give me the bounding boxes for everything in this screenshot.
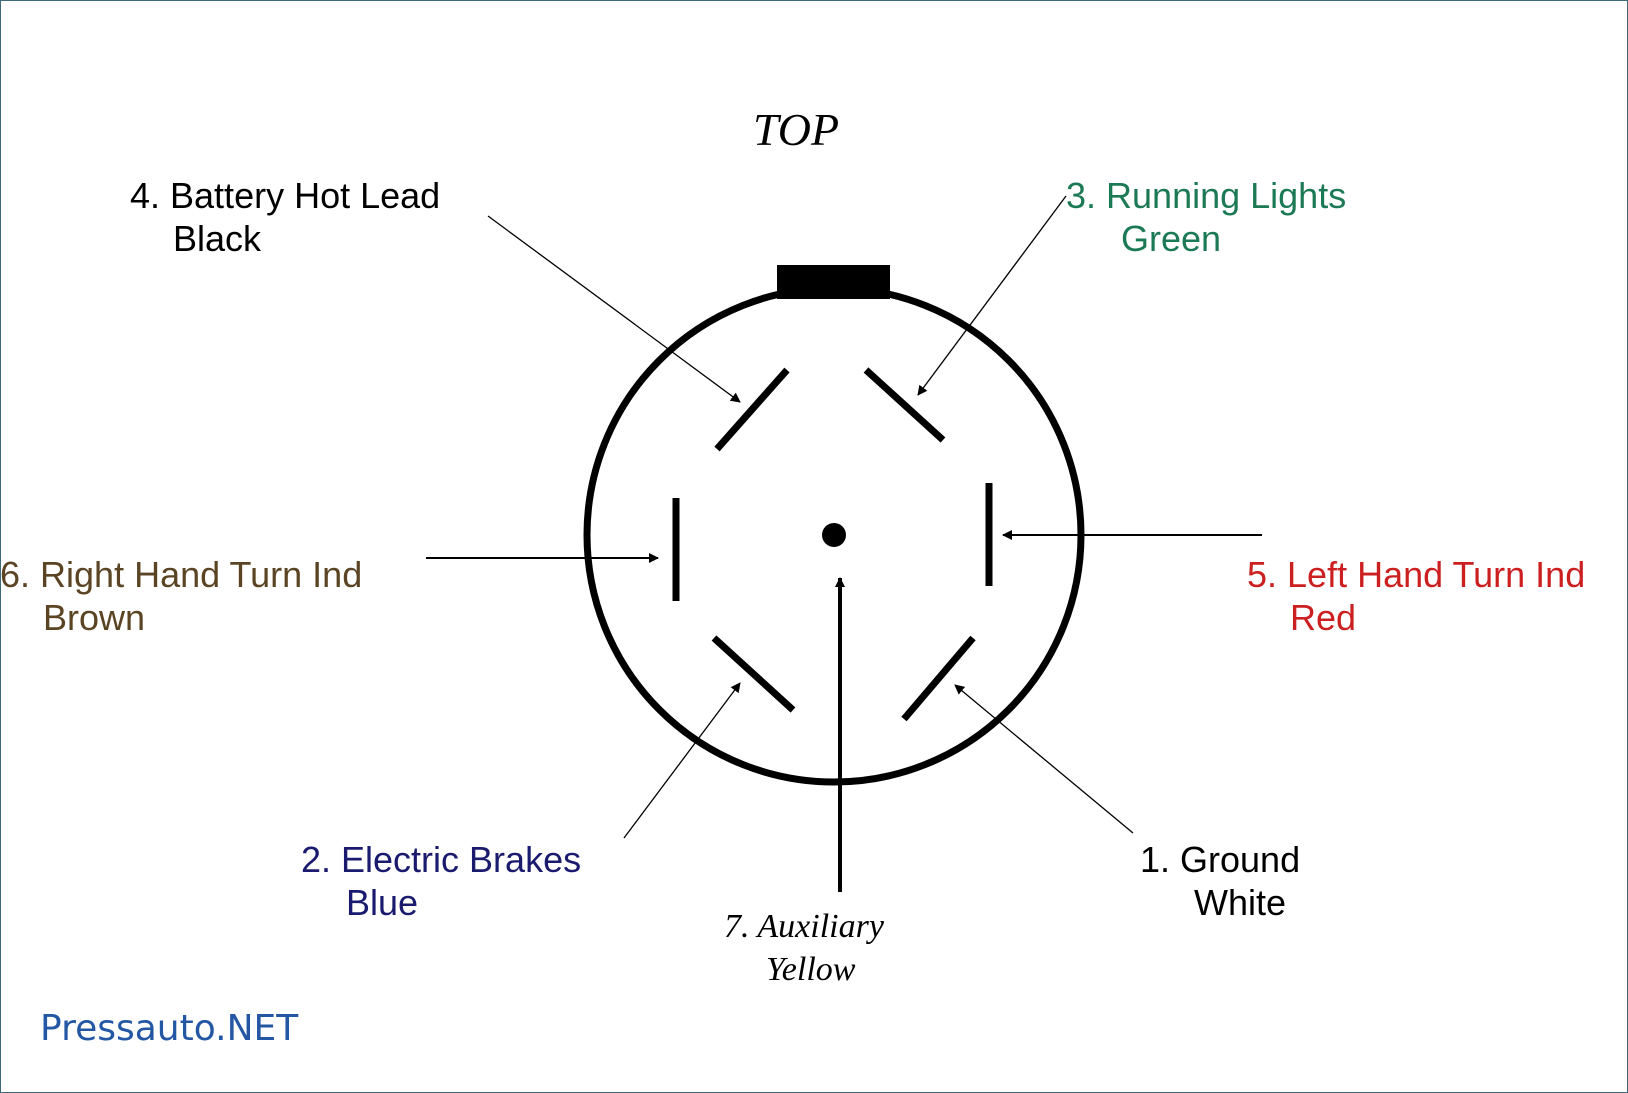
terminal-pin7 — [822, 523, 846, 547]
terminal-pin1 — [901, 635, 976, 722]
pin2-color: Blue — [346, 882, 419, 923]
pin6-label: 6. Right Hand Turn Ind Brown — [0, 553, 362, 639]
pin4-color: Black — [173, 218, 262, 259]
pin5-name: 5. Left Hand Turn Ind — [1247, 554, 1586, 595]
pin5-color: Red — [1290, 597, 1357, 638]
terminal-pin4 — [714, 367, 790, 452]
diagram-title: TOP — [753, 104, 840, 155]
leader-pin2 — [623, 682, 741, 839]
pin5-label: 5. Left Hand Turn Ind Red — [1247, 553, 1585, 639]
terminal-pin2 — [711, 635, 796, 713]
pin3-label: 3. Running Lights Green — [1066, 174, 1346, 260]
pin7-label: 7. Auxiliary Yellow — [724, 905, 884, 991]
terminal-pin3 — [863, 367, 946, 443]
pin7-color: Yellow — [766, 951, 856, 988]
pin6-color: Brown — [43, 597, 146, 638]
pin3-name: 3. Running Lights — [1066, 175, 1347, 216]
leader-pin1 — [954, 684, 1134, 834]
pin1-label: 1. Ground White — [1140, 838, 1300, 924]
leader-pin3 — [917, 195, 1067, 396]
brand-watermark: Pressauto.NET — [40, 1008, 299, 1049]
pin4-name: 4. Battery Hot Lead — [130, 175, 441, 216]
pin1-color: White — [1194, 882, 1287, 923]
leader-pin4 — [487, 215, 741, 403]
pin7-name: 7. Auxiliary — [724, 908, 884, 945]
pin2-label: 2. Electric Brakes Blue — [301, 838, 581, 924]
pin6-name: 6. Right Hand Turn Ind — [0, 554, 363, 595]
pin3-color: Green — [1121, 218, 1222, 259]
pin2-name: 2. Electric Brakes — [301, 839, 582, 880]
pin4-label: 4. Battery Hot Lead Black — [130, 174, 440, 260]
pin1-name: 1. Ground — [1140, 839, 1301, 880]
